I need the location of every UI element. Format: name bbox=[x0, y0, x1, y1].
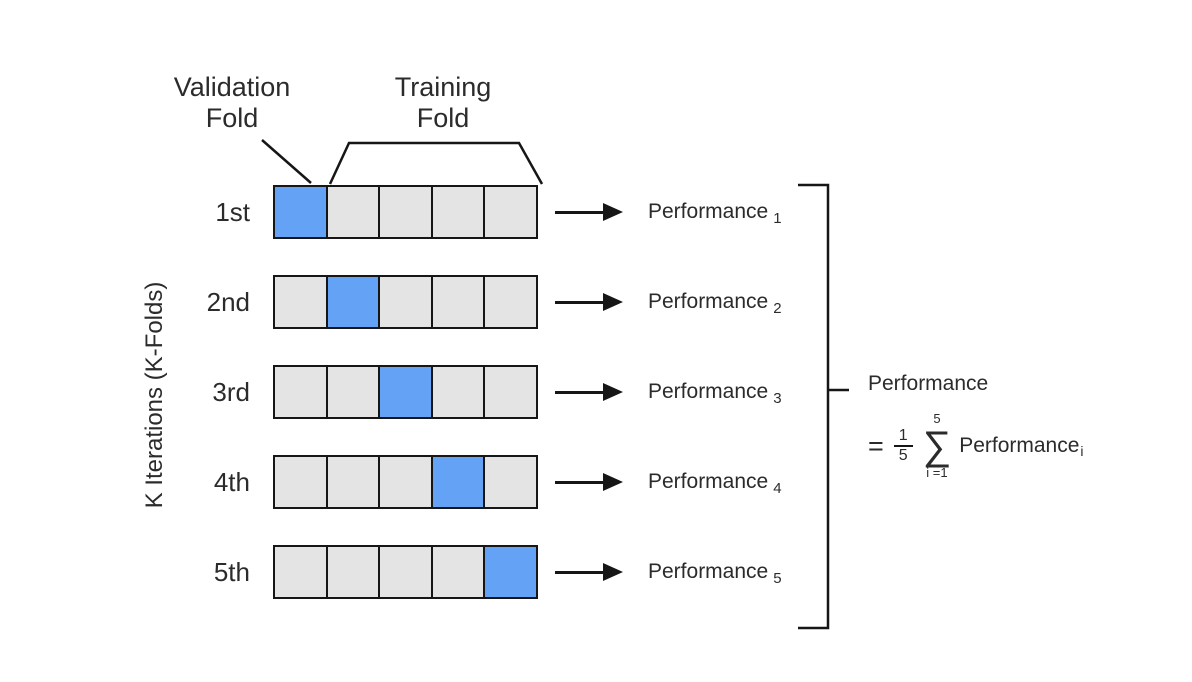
arrow-icon bbox=[555, 455, 637, 509]
kfold-row: 4th Performance 4 bbox=[0, 455, 1192, 509]
summation-term: Performance i bbox=[959, 433, 1083, 459]
row-label: 4th bbox=[213, 466, 250, 497]
performance-subscript: 5 bbox=[773, 569, 782, 587]
row-label: 1st bbox=[215, 196, 250, 227]
performance-subscript: 3 bbox=[773, 389, 782, 407]
validation-fold-square bbox=[378, 365, 433, 419]
arrow-shaft bbox=[555, 300, 605, 304]
training-fold-square bbox=[378, 455, 433, 509]
fold-squares bbox=[273, 455, 538, 509]
term-text: Performance bbox=[959, 434, 1080, 457]
arrow-shaft bbox=[555, 210, 605, 214]
kfold-row: 2nd Performance 2 bbox=[0, 275, 1192, 329]
row-label: 2nd bbox=[206, 286, 250, 317]
performance-text: Performance bbox=[648, 200, 769, 223]
training-fold-square bbox=[430, 275, 486, 329]
arrow-head bbox=[603, 473, 623, 491]
validation-fold-label-line2: Fold bbox=[205, 103, 259, 133]
arrow-icon bbox=[555, 185, 637, 239]
arrow-head bbox=[603, 203, 623, 221]
row-label: 5th bbox=[213, 556, 250, 587]
training-fold-square bbox=[483, 275, 538, 329]
training-fold-square bbox=[378, 185, 433, 239]
performance-text: Performance bbox=[648, 560, 769, 583]
validation-fold-square bbox=[483, 545, 538, 599]
performance-subscript: 1 bbox=[773, 209, 782, 227]
arrow-icon bbox=[555, 275, 637, 329]
kfold-row: 1st Performance 1 bbox=[0, 185, 1192, 239]
training-fold-square bbox=[273, 275, 328, 329]
validation-fold-label-line1: Validation bbox=[173, 72, 291, 102]
training-fold-square bbox=[273, 545, 328, 599]
performance-label: Performance 2 bbox=[648, 275, 782, 329]
validation-fold-square bbox=[273, 185, 328, 239]
fold-squares bbox=[273, 185, 538, 239]
performance-subscript: 2 bbox=[773, 299, 782, 317]
training-fold-square bbox=[483, 185, 538, 239]
validation-pointer-line bbox=[261, 139, 312, 184]
sigma-icon: ∑ bbox=[922, 424, 952, 468]
performance-subscript: 4 bbox=[773, 479, 782, 497]
training-fold-square bbox=[325, 185, 381, 239]
performance-text: Performance bbox=[648, 470, 769, 493]
arrow-shaft bbox=[555, 570, 605, 574]
training-fold-square bbox=[378, 275, 433, 329]
average-performance-formula: Performance = 1 5 5 ∑ i =1 Performance i bbox=[868, 372, 1084, 480]
performance-text: Performance bbox=[648, 290, 769, 313]
arrow-head bbox=[603, 293, 623, 311]
training-fold-square bbox=[378, 545, 433, 599]
performance-label: Performance 3 bbox=[648, 365, 782, 419]
training-fold-square bbox=[273, 365, 328, 419]
training-fold-square bbox=[325, 545, 381, 599]
training-fold-square bbox=[325, 365, 381, 419]
kfold-row: 3rd Performance 3 bbox=[0, 365, 1192, 419]
fraction-denominator: 5 bbox=[893, 445, 913, 465]
summation-symbol: 5 ∑ i =1 bbox=[923, 412, 952, 480]
performance-label: Performance 5 bbox=[648, 545, 782, 599]
training-fold-square bbox=[430, 185, 486, 239]
training-fold-square bbox=[273, 455, 328, 509]
fold-squares bbox=[273, 545, 538, 599]
formula-title: Performance bbox=[868, 372, 989, 395]
training-fold-square bbox=[325, 455, 381, 509]
training-fold-square bbox=[430, 545, 486, 599]
kfold-row: 5th Performance 5 bbox=[0, 545, 1192, 599]
sum-lower-limit: i =1 bbox=[926, 465, 948, 480]
arrow-head bbox=[603, 383, 623, 401]
arrow-shaft bbox=[555, 480, 605, 484]
arrow-shaft bbox=[555, 390, 605, 394]
training-fold-label: Training Fold bbox=[353, 72, 533, 134]
performance-label: Performance 1 bbox=[648, 185, 782, 239]
formula-expression: = 1 5 5 ∑ i =1 Performance i bbox=[868, 412, 1084, 480]
validation-fold-square bbox=[430, 455, 486, 509]
validation-fold-square bbox=[325, 275, 381, 329]
arrow-head bbox=[603, 563, 623, 581]
arrow-icon bbox=[555, 545, 637, 599]
performance-label: Performance 4 bbox=[648, 455, 782, 509]
performance-text: Performance bbox=[648, 380, 769, 403]
training-fold-square bbox=[483, 455, 538, 509]
training-fold-square bbox=[483, 365, 538, 419]
fold-squares bbox=[273, 365, 538, 419]
training-fold-label-line2: Fold bbox=[416, 103, 470, 133]
fold-squares bbox=[273, 275, 538, 329]
term-subscript: i bbox=[1080, 443, 1084, 459]
fraction-numerator: 1 bbox=[898, 427, 908, 444]
fraction-one-fifth: 1 5 bbox=[893, 427, 913, 465]
training-fold-label-line1: Training bbox=[394, 72, 492, 102]
equals-sign: = bbox=[868, 430, 884, 461]
validation-fold-label: Validation Fold bbox=[142, 72, 322, 134]
training-fold-brace bbox=[328, 141, 544, 185]
training-fold-square bbox=[430, 365, 486, 419]
sum-upper-limit: 5 bbox=[933, 411, 941, 426]
row-label: 3rd bbox=[212, 376, 250, 407]
arrow-icon bbox=[555, 365, 637, 419]
